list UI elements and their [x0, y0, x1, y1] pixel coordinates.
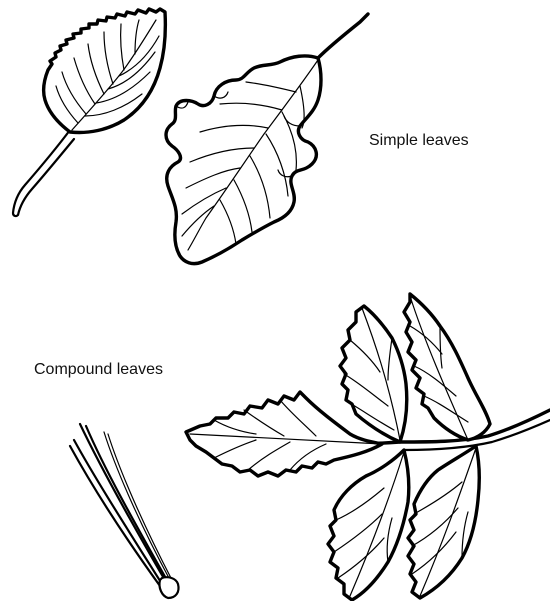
simple-leaf-birch	[13, 9, 165, 216]
compound-leaf	[186, 294, 550, 600]
simple-leaf-oak	[166, 14, 368, 264]
compound-leaves-label: Compound leaves	[34, 362, 163, 378]
pine-needle-cluster	[70, 424, 179, 598]
simple-leaves-label: Simple leaves	[369, 133, 469, 149]
